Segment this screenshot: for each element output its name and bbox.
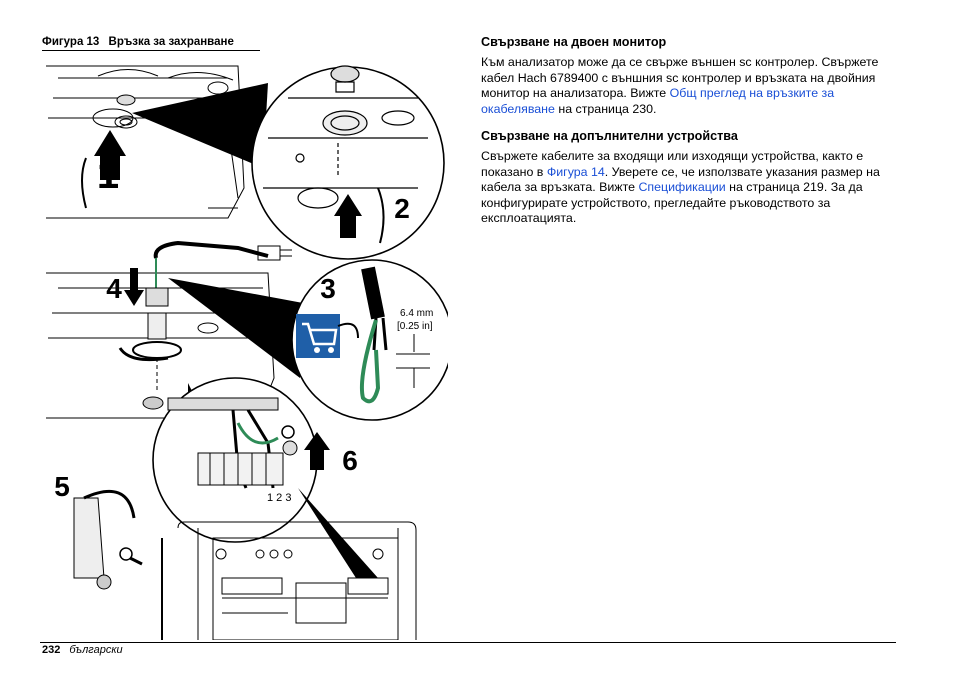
enclosure-cord-panel xyxy=(46,240,292,419)
heading-additional-devices: Свързване на допълнителни устройства xyxy=(481,129,738,144)
controller-housing xyxy=(161,521,417,641)
zoom-wedge xyxy=(168,278,303,378)
zoom-circle-2 xyxy=(251,65,445,260)
step-4: 4 xyxy=(106,268,169,362)
rotate-arrow-icon xyxy=(118,347,169,362)
svg-text:6.4 mm: 6.4 mm xyxy=(400,308,433,319)
figure-caption: Фигура 13 Връзка за захранване xyxy=(42,36,260,51)
up-arrow-icon xyxy=(94,130,126,180)
text: . Уверете се, че използвате указания раз… xyxy=(481,164,880,195)
up-arrow-icon xyxy=(334,194,362,238)
footer-divider xyxy=(40,642,896,643)
link-figure-14[interactable]: Фигура 14 xyxy=(546,164,605,179)
zoom-circle-6: 1 2 3 6 xyxy=(152,377,358,543)
paragraph-additional-devices: Свържете кабелите за входящи или изходящ… xyxy=(481,149,901,226)
figure-title: Връзка за захранване xyxy=(108,36,234,48)
heading-dual-monitor: Свързване на двоен монитор xyxy=(481,35,667,49)
text: Свържете кабелите за входящи или изходящ… xyxy=(481,149,864,179)
link-wiring-overview[interactable]: Общ преглед на връзките за окабеляване xyxy=(481,86,835,116)
page-footer: 232 български xyxy=(42,644,123,656)
footer-language: български xyxy=(69,644,123,656)
text: на страница 230. xyxy=(554,101,657,116)
text: на страница 219. За да конфигурирате уст… xyxy=(481,180,863,226)
svg-text:5: 5 xyxy=(54,471,70,502)
step-2: 2 xyxy=(334,187,410,244)
paragraph-dual-monitor: Към анализатор може да се свърже външен … xyxy=(481,55,901,117)
svg-text:2: 2 xyxy=(394,193,410,224)
enclosure-top-panel xyxy=(46,65,245,219)
zoom-wedge xyxy=(132,83,268,168)
svg-text:1: 1 xyxy=(97,153,119,197)
text: Към анализатор може да се свърже външен … xyxy=(481,55,879,101)
svg-text:6: 6 xyxy=(342,445,358,476)
figure-number: Фигура 13 xyxy=(42,36,100,48)
page-number: 232 xyxy=(42,644,61,656)
step-1: 1 xyxy=(81,130,126,209)
rotate-arrow-icon xyxy=(83,489,136,519)
zoom-circle-3: 6.4 mm [0.25 in] 3 xyxy=(291,259,453,421)
power-connection-illustration: 1 2 4 xyxy=(38,58,453,641)
svg-text:4: 4 xyxy=(106,273,122,304)
text-column: Свързване на двоен монитор Към анализато… xyxy=(481,35,901,238)
svg-text:[0.25 in]: [0.25 in] xyxy=(397,321,433,332)
svg-text:1 2 3: 1 2 3 xyxy=(267,492,291,504)
link-specifications[interactable]: Спецификации xyxy=(638,180,726,195)
up-arrow-icon xyxy=(304,432,330,470)
cart-icon xyxy=(296,314,340,358)
step-5: 5 xyxy=(54,471,143,590)
down-arrow-icon xyxy=(124,268,144,306)
svg-text:3: 3 xyxy=(320,273,336,304)
